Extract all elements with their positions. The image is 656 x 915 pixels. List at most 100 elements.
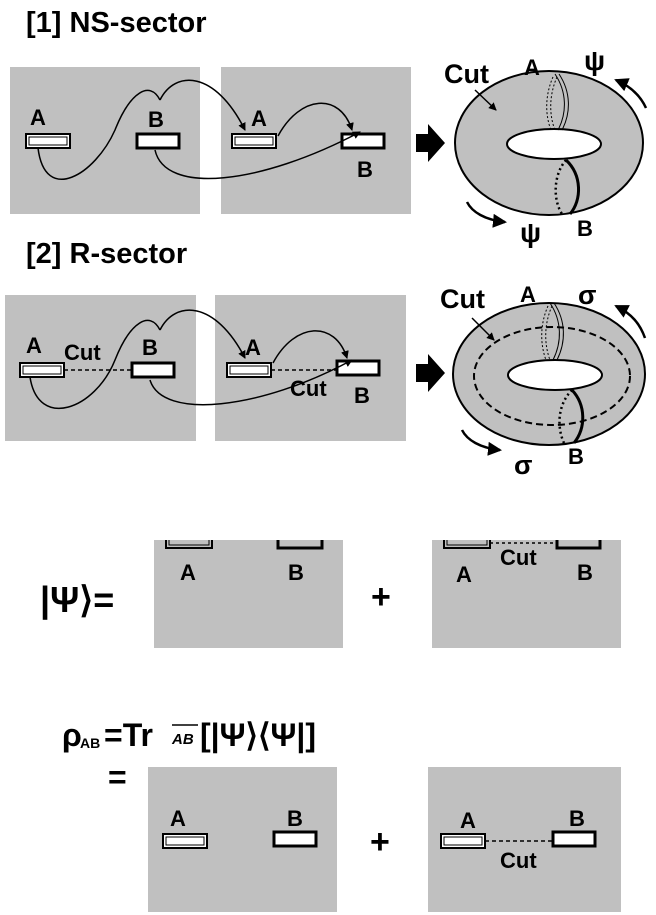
ns-torus-psi-bottom: ψ (520, 217, 541, 248)
state-term-2-label-a: A (456, 562, 472, 587)
density-term-1-region-a (162, 833, 208, 849)
ns-panel-1-region-b (135, 132, 181, 150)
state-term-2-region-a (443, 540, 491, 549)
r-panel-2-label-a: A (245, 335, 261, 360)
density-plus: + (370, 823, 390, 861)
ns-panel-2-label-b: B (357, 157, 373, 182)
state-term-2-label-b: B (577, 560, 593, 585)
r-torus-sigma-bottom-arrow (460, 429, 502, 456)
density-term-2-region-b (551, 830, 597, 848)
ns-panel-1-label-b: B (148, 107, 164, 132)
r-sector-heading: [2] R-sector (26, 238, 187, 270)
ns-panel-1-label-a: A (30, 105, 46, 130)
r-torus-hole (507, 359, 603, 391)
ns-panel-2-region-a (231, 133, 277, 149)
r-torus-cycle-a-front-2 (553, 302, 564, 361)
ns-torus-cycle-a-front (554, 73, 565, 131)
ns-torus-cycle-a-back-2 (550, 76, 558, 131)
r-torus-dashed-cut-cycle (473, 326, 631, 426)
r-arrow-to-a (159, 309, 246, 359)
density-term-1-label-a: A (170, 806, 186, 831)
ns-panel-2-region-b (340, 132, 386, 150)
ns-arrow-to-a (159, 79, 246, 131)
r-implies-arrow (416, 354, 445, 392)
state-term-2-region-b (555, 540, 602, 550)
r-panel-1-label-a: A (26, 333, 42, 358)
ns-torus: Cut A B ψ ψ (444, 45, 648, 248)
r-panel-1-region-b (130, 361, 176, 379)
ns-torus-hole (506, 128, 602, 160)
r-torus-label-b: B (568, 444, 584, 469)
state-term-1-label-a: A (180, 560, 196, 585)
r-torus-cycle-b-front (570, 388, 585, 444)
r-torus-sigma-top: σ (578, 280, 596, 310)
ns-panel-2-label-a: A (251, 106, 267, 131)
r-panel-2-region-b (335, 359, 381, 377)
ns-panel-1: A B (10, 67, 200, 214)
state-term-2-panel (432, 540, 621, 648)
density-term-2-cut-label: Cut (500, 848, 537, 873)
density-bracket-expression: [|Ψ⟩⟨Ψ|] (200, 717, 316, 753)
state-term-2-cut-label: Cut (500, 545, 537, 570)
r-panel-1-region-a (19, 362, 65, 378)
ns-panel-2: A B (221, 67, 411, 214)
r-torus-cycle-a-back (541, 305, 549, 361)
r-worldline-1 (29, 319, 161, 409)
r-panel-2: A B Cut (215, 295, 406, 441)
density-term-2-label-b: B (569, 806, 585, 831)
ns-torus-label-a: A (524, 55, 540, 80)
ns-torus-psi-bottom-arrow (465, 201, 507, 228)
r-panel-1-label-b: B (142, 335, 158, 360)
r-worldline-2 (272, 330, 349, 364)
ns-torus-cycle-a-back (546, 76, 554, 131)
ns-torus-cut-label: Cut (444, 59, 489, 89)
ns-torus-cycle-a-front-2 (558, 73, 569, 131)
r-torus-cut-pointer (471, 317, 495, 341)
density-trace: =Tr (104, 717, 153, 753)
state-plus: + (371, 578, 391, 616)
ns-arrow-to-b (154, 131, 361, 180)
ns-torus-cycle-b-front (564, 158, 581, 215)
state-term-1-region-a (165, 540, 213, 549)
density-term-2-label-a: A (460, 808, 476, 833)
r-arrow-to-b (149, 359, 353, 406)
r-torus-label-a: A (520, 282, 536, 307)
state-term-1-region-a-inner (168, 540, 210, 546)
r-torus-sigma-top-arrow (614, 304, 647, 339)
density-equals: = (108, 759, 127, 795)
r-torus-cycle-a-front (549, 302, 560, 361)
ns-torus-psi-top-arrow (614, 78, 648, 109)
r-torus-cycle-a-back-2 (545, 305, 553, 361)
r-torus-cycle-b-back (558, 389, 573, 444)
ns-implies-arrow (416, 124, 445, 162)
r-panel-1-cut-label: Cut (64, 340, 101, 365)
ns-worldline-2 (277, 102, 354, 137)
density-term-1-label-b: B (287, 806, 303, 831)
r-panel-1: A B Cut (5, 295, 196, 441)
r-torus-cut-label: Cut (440, 284, 485, 314)
r-torus-sigma-bottom: σ (514, 450, 532, 480)
state-ket-lhs: |Ψ⟩= (40, 579, 114, 621)
ns-worldline-1 (37, 89, 161, 181)
state-equation: |Ψ⟩= A B + A Cut B (40, 540, 621, 648)
ns-torus-label-b: B (577, 216, 593, 241)
r-panel-2-label-b: B (354, 383, 370, 408)
density-rho-subscript: AB (80, 735, 100, 751)
ns-panel-1-region-a (25, 133, 71, 149)
state-term-1-region-b (276, 540, 324, 550)
density-term-1-region-a-inner (165, 836, 205, 846)
state-term-2-region-a-inner (446, 540, 488, 546)
r-torus: Cut A B σ σ (440, 280, 647, 480)
r-panel-2-region-a-inner (229, 365, 269, 375)
density-term-2-region-a (440, 833, 486, 849)
ns-torus-psi-top: ψ (584, 45, 605, 76)
r-panel-2-region-a (226, 362, 272, 378)
state-term-1-label-b: B (288, 560, 304, 585)
density-term-1-region-b (272, 830, 318, 848)
r-panel-1-region-a-inner (22, 365, 62, 375)
ns-torus-cut-pointer (474, 89, 497, 111)
density-equation: ρ AB =Tr AB [|Ψ⟩⟨Ψ|] = A B + A B Cut (62, 717, 621, 912)
density-trace-subscript: AB (171, 731, 194, 748)
ns-panel-2-region-a-inner (234, 136, 274, 146)
